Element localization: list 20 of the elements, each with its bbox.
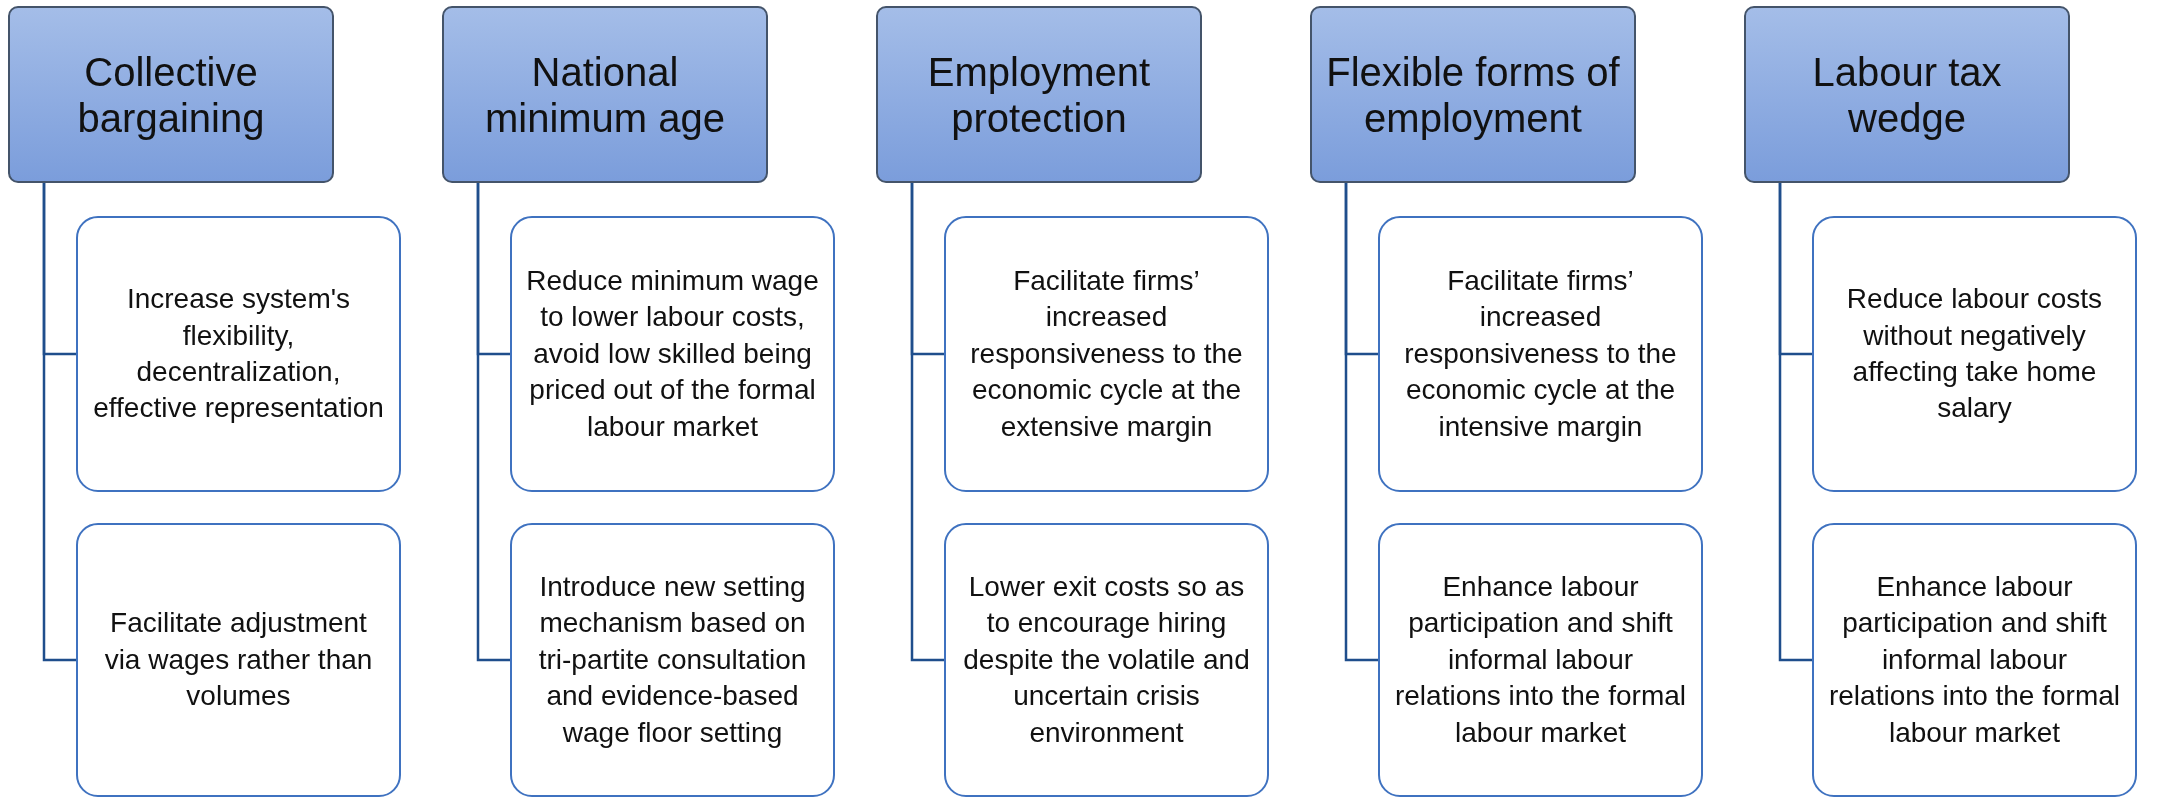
category-box: National minimum age — [442, 6, 768, 183]
connector-line — [476, 183, 510, 662]
measure-box: Reduce minimum wage to lower labour costs, avoid low skilled being priced out of the formal labour market — [510, 216, 835, 492]
connector-line — [1344, 183, 1378, 662]
category-box: Collective bargaining — [8, 6, 334, 183]
connector-line — [1778, 183, 1812, 662]
measure-box: Facilitate firms’ increased responsiveness to the economic cycle at the intensive margin — [1378, 216, 1703, 492]
measure-box: Lower exit costs so as to encourage hiring despite the volatile and uncertain crisis environment — [944, 523, 1269, 797]
measure-box: Increase system's flexibility, decentralization, effective representation — [76, 216, 401, 492]
measure-box: Enhance labour participation and shift informal labour relations into the formal labour market — [1812, 523, 2137, 797]
connector-line — [910, 183, 944, 662]
category-box: Flexible forms of employment — [1310, 6, 1636, 183]
category-box: Employment protection — [876, 6, 1202, 183]
connector-line — [42, 183, 76, 662]
measure-box: Introduce new setting mechanism based on tri-partite consultation and evidence-based wage floor setting — [510, 523, 835, 797]
measure-box: Facilitate adjustment via wages rather than volumes — [76, 523, 401, 797]
measure-box: Facilitate firms’ increased responsiveness to the economic cycle at the extensive margin — [944, 216, 1269, 492]
measure-box: Reduce labour costs without negatively affecting take home salary — [1812, 216, 2137, 492]
category-box: Labour tax wedge — [1744, 6, 2070, 183]
measure-box: Enhance labour participation and shift informal labour relations into the formal labour market — [1378, 523, 1703, 797]
